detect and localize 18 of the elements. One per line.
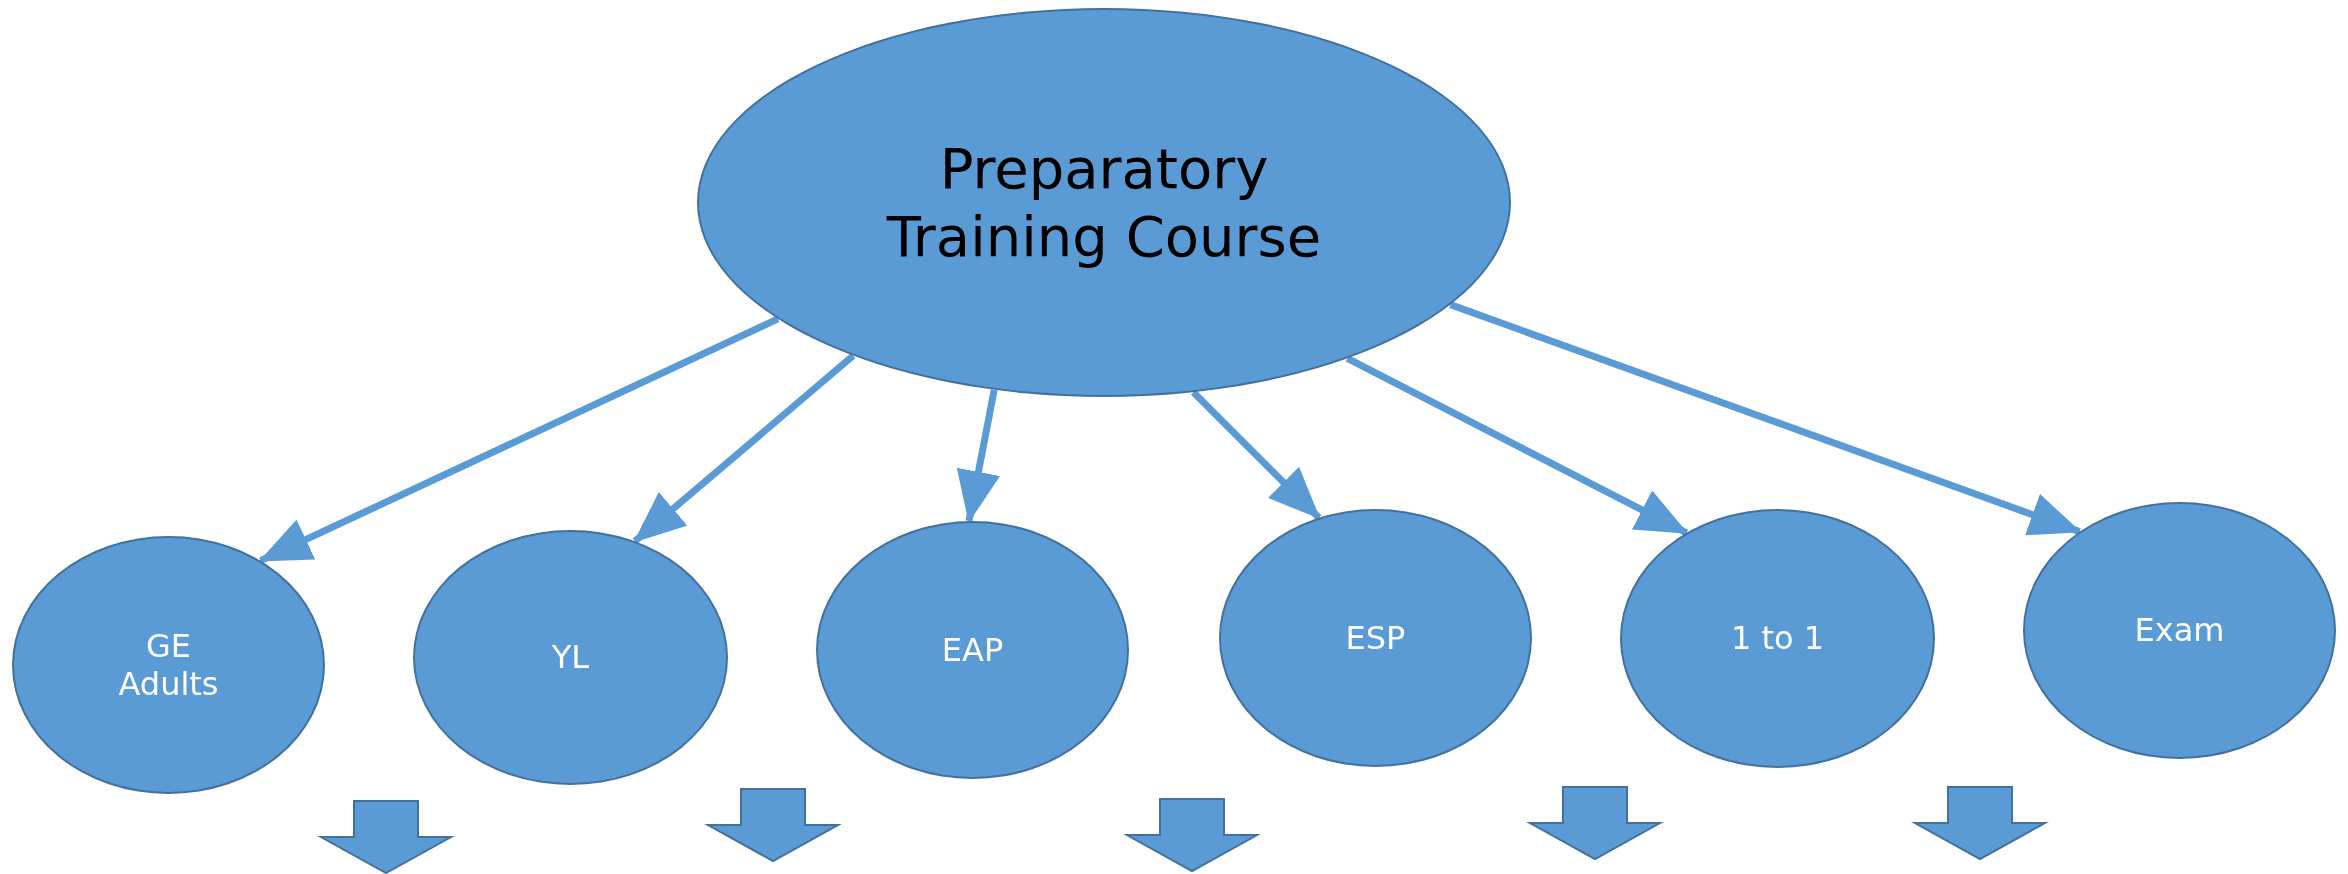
arrow: [1449, 301, 2082, 536]
node-label: Exam: [2134, 611, 2225, 650]
node-label: YL: [551, 638, 590, 677]
node-label: Preparatory Training Course: [885, 135, 1323, 270]
node-label: GE Adults: [117, 626, 220, 704]
arrow: [632, 353, 856, 544]
node-label: EAP: [941, 630, 1004, 670]
arrow: [956, 389, 1001, 523]
node-label: 1 to 1: [1730, 619, 1825, 658]
arrow: [258, 315, 780, 564]
block-arrow: [1914, 786, 2046, 860]
block-arrow: [1529, 786, 1661, 860]
block-arrow: [1126, 798, 1258, 872]
node-label: ESP: [1345, 618, 1406, 658]
arrow: [1190, 389, 1322, 521]
block-arrow: [707, 788, 839, 862]
block-arrow: [320, 800, 452, 874]
arrow: [1345, 355, 1689, 536]
